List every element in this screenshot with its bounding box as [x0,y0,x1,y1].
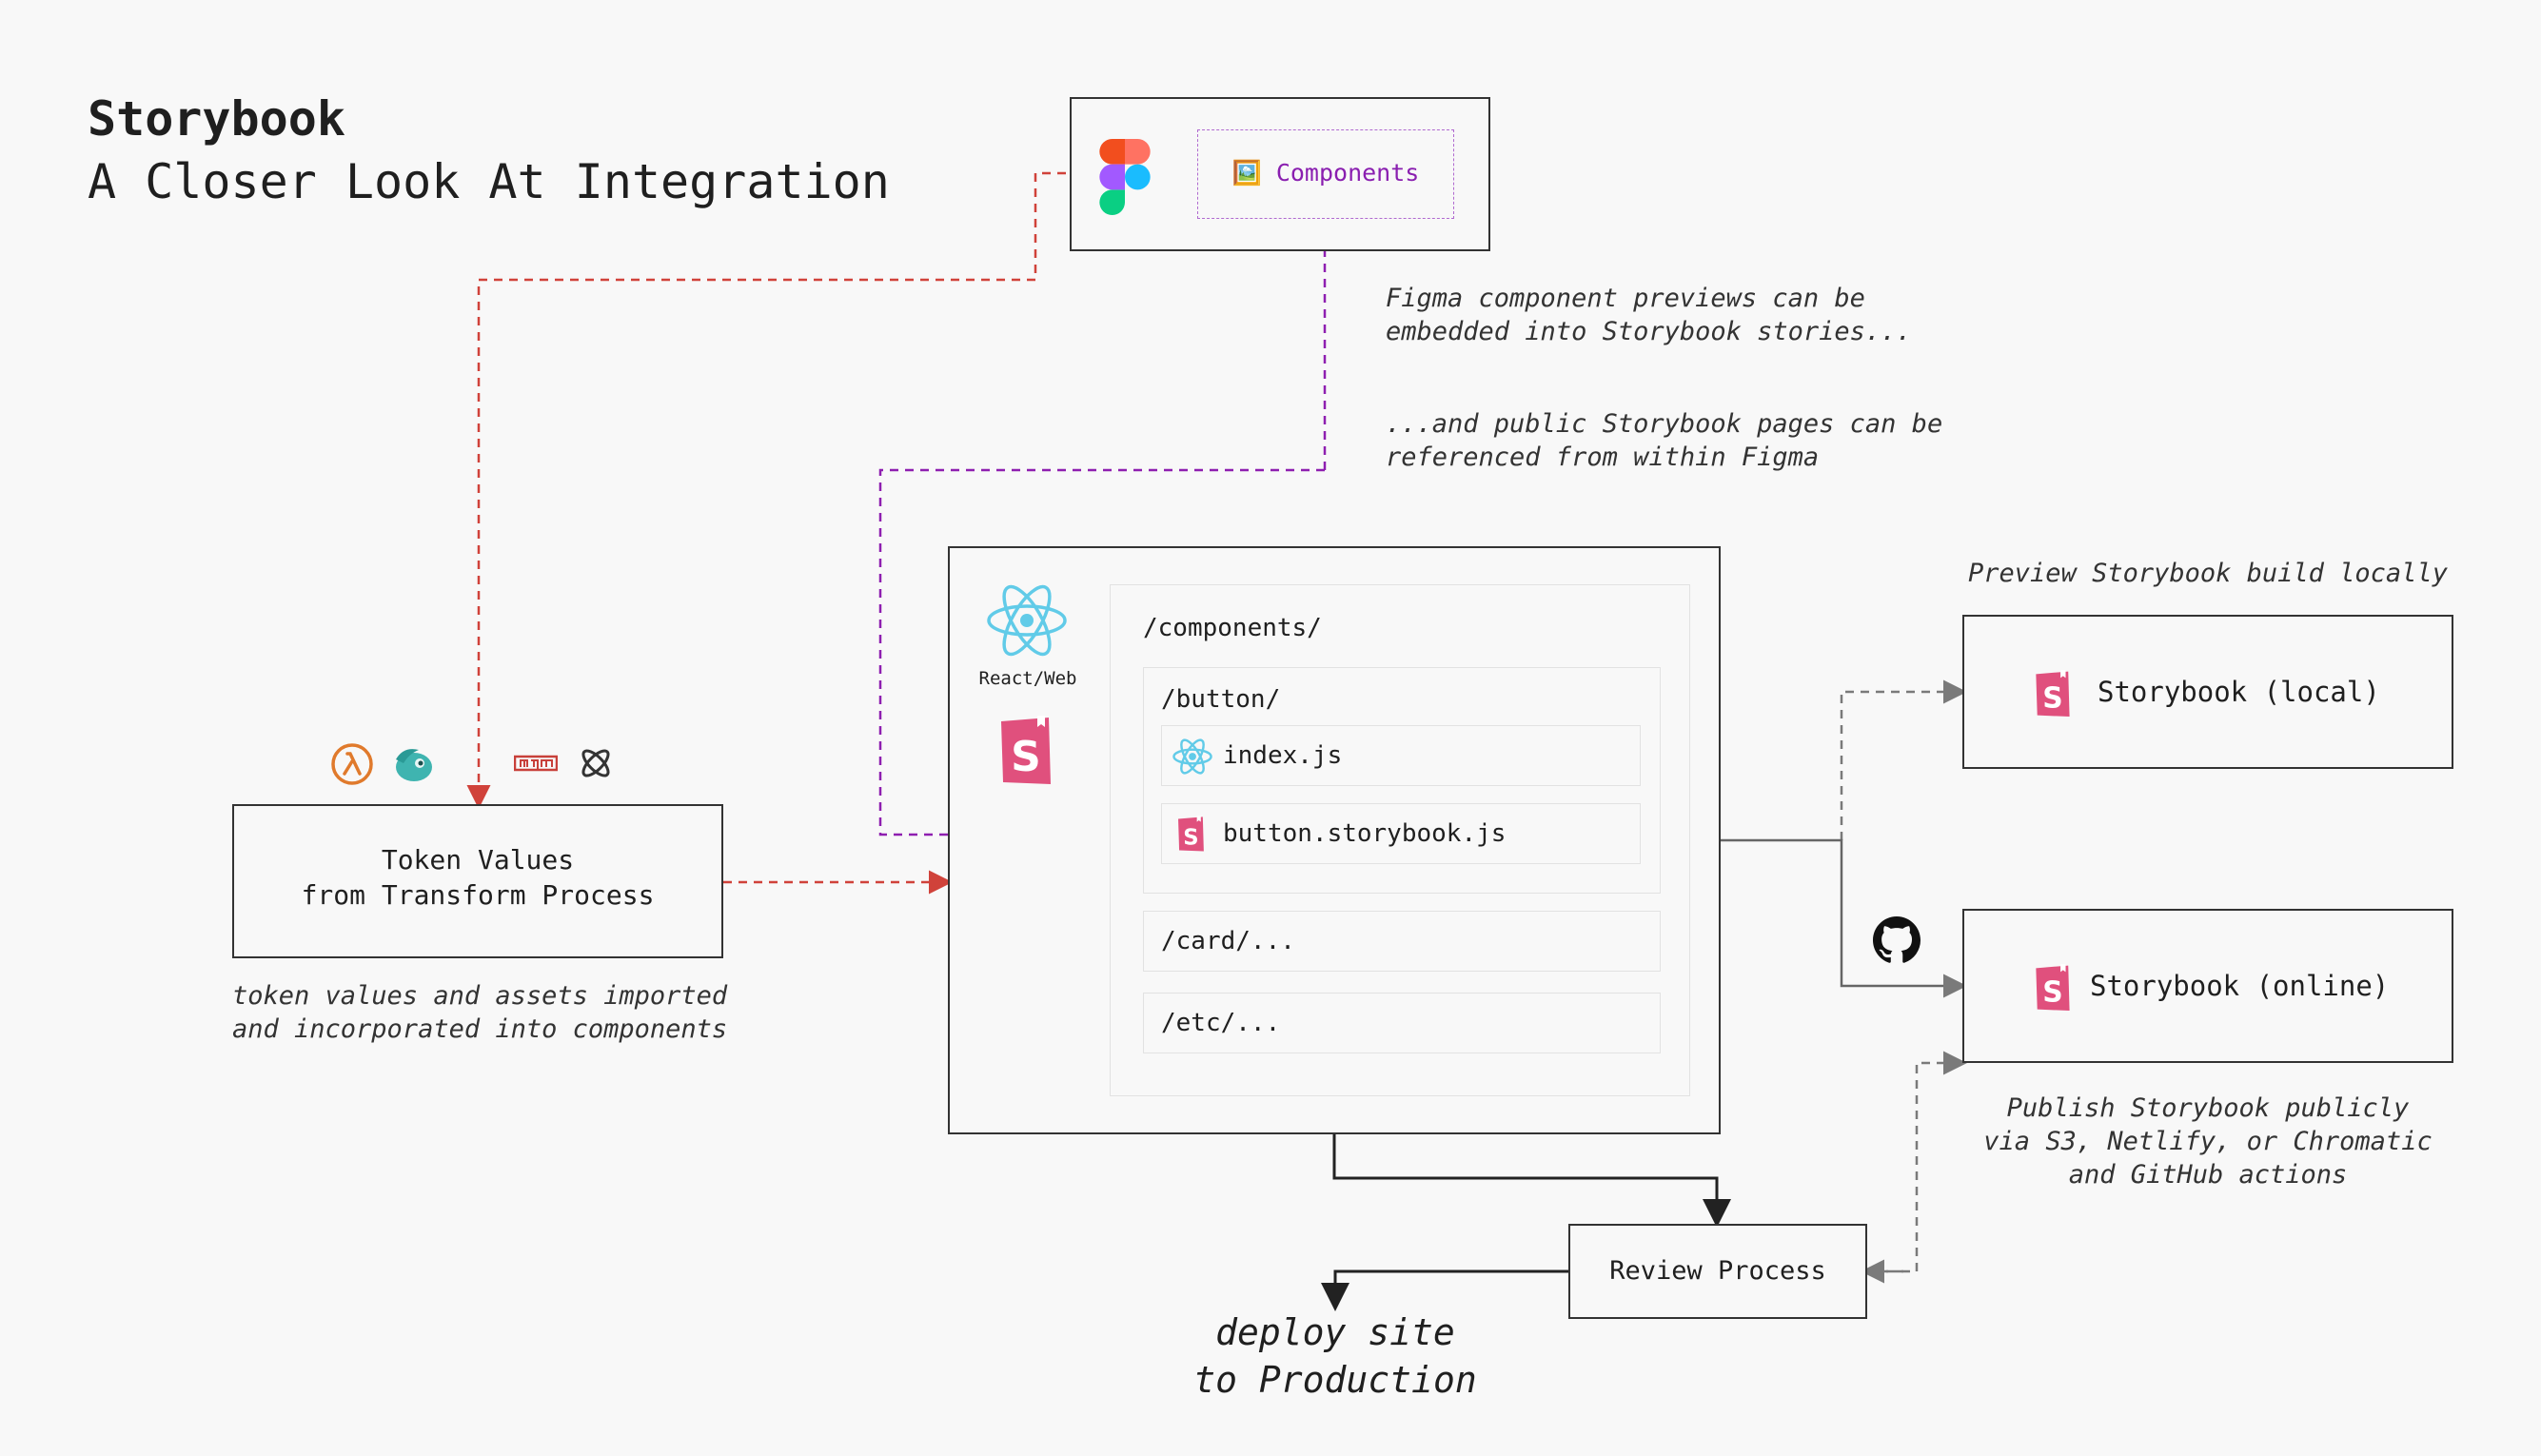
deploy-line2: to Production [1193,1359,1477,1401]
button-dir-label[interactable]: /button/ [1161,685,1281,714]
react-small-icon [1172,738,1212,775]
index-file-label: index.js [1223,741,1343,770]
publish-note: Publish Storybook publicly via S3, Netli… [1983,1093,2433,1190]
card-dir-label: /card/... [1161,927,1295,955]
svg-text:S: S [1011,733,1041,781]
repo-to-online-connector [1721,838,1967,998]
token-label-line1: Token Values [381,844,575,876]
token-note: token values and assets imported and inc… [232,981,728,1044]
etc-dir-row[interactable]: /etc/... [1143,993,1661,1053]
chameleon-icon [396,749,432,781]
figma-box: 🖼️ Components [1070,97,1490,251]
button-dir-panel: /button/ index.js S button.storybook.js [1143,667,1661,894]
page-title: Storybook [88,91,345,147]
repo-to-local-connector [1840,679,1967,840]
storybook-online-icon: S [2036,964,2070,1012]
storybook-local-label: Storybook (local) [2098,676,2380,708]
svg-text:S: S [2042,682,2062,716]
figma-embed-note: Figma component previews can be embedded… [1386,284,1912,346]
review-process-label: Review Process [1609,1256,1826,1286]
svg-text:S: S [1183,825,1198,850]
react-icon [987,584,1067,657]
components-dir-label: /components/ [1143,614,1322,642]
svg-text:S: S [2042,976,2062,1010]
figma-components-frame[interactable]: 🖼️ Components [1197,129,1454,219]
storybook-online-label: Storybook (online) [2090,970,2390,1002]
theo-icon [581,749,610,777]
story-file-row[interactable]: S button.storybook.js [1161,803,1641,864]
review-process-box[interactable]: Review Process [1568,1224,1867,1319]
figma-components-label: 🖼️ Components [1231,159,1420,187]
review-online-connector [1886,1051,1967,1273]
deploy-line1: deploy site [1215,1311,1455,1353]
storybook-online-box[interactable]: S Storybook (online) [1962,909,2453,1063]
repo-box: React/Web S /components/ /button/ index.… [948,546,1721,1134]
token-label-line2: from Transform Process [301,879,655,911]
etc-dir-label: /etc/... [1161,1009,1281,1037]
review-to-deploy-connector [1321,1269,1568,1311]
lambda-icon [331,743,373,785]
card-dir-row[interactable]: /card/... [1143,911,1661,972]
repo-to-review-connector [1332,1134,1731,1228]
storybook-icon: S [1001,716,1051,784]
react-web-label: React/Web [978,668,1077,689]
preview-local-note: Preview Storybook build locally [1968,559,2448,588]
story-file-label: button.storybook.js [1223,819,1507,848]
storybook-local-box[interactable]: S Storybook (local) [1962,615,2453,769]
storybook-small-icon: S [1178,816,1204,852]
github-icon [1873,916,1921,963]
npm-icon [514,755,558,772]
figma-reference-note: ...and public Storybook pages can be ref… [1386,409,1943,472]
page-subtitle: A Closer Look At Integration [88,154,890,209]
storybook-local-icon: S [2036,670,2070,718]
figma-logo-icon [1099,139,1151,215]
token-values-box: Token Values from Transform Process [232,804,723,958]
components-dir-panel: /components/ /button/ index.js S button. [1110,584,1690,1096]
index-file-row[interactable]: index.js [1161,725,1641,786]
figma-to-token-connector [466,171,1066,809]
